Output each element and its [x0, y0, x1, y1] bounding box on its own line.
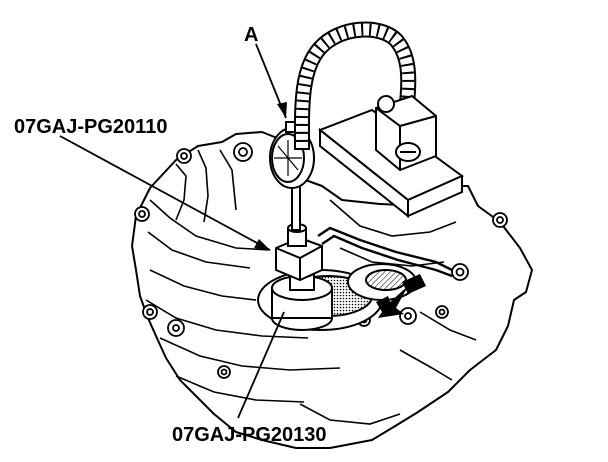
dial-stem: [291, 185, 301, 231]
arrow-icon: [376, 274, 426, 318]
housing-ribs: [145, 149, 477, 425]
housing-bolts: [134, 142, 508, 379]
flexible-arm: [293, 21, 417, 151]
tool-07gaj-pg20130: [271, 266, 333, 331]
tool-07gaj-pg20110: [275, 223, 453, 282]
callout-a: A: [244, 24, 259, 46]
callout-tool-upper: 07GAJ-PG20110: [14, 116, 168, 138]
magnetic-base-icon: [318, 94, 464, 219]
callout-tool-lower: 07GAJ-PG20130: [172, 424, 327, 446]
leader-arrowheads: [254, 102, 287, 250]
